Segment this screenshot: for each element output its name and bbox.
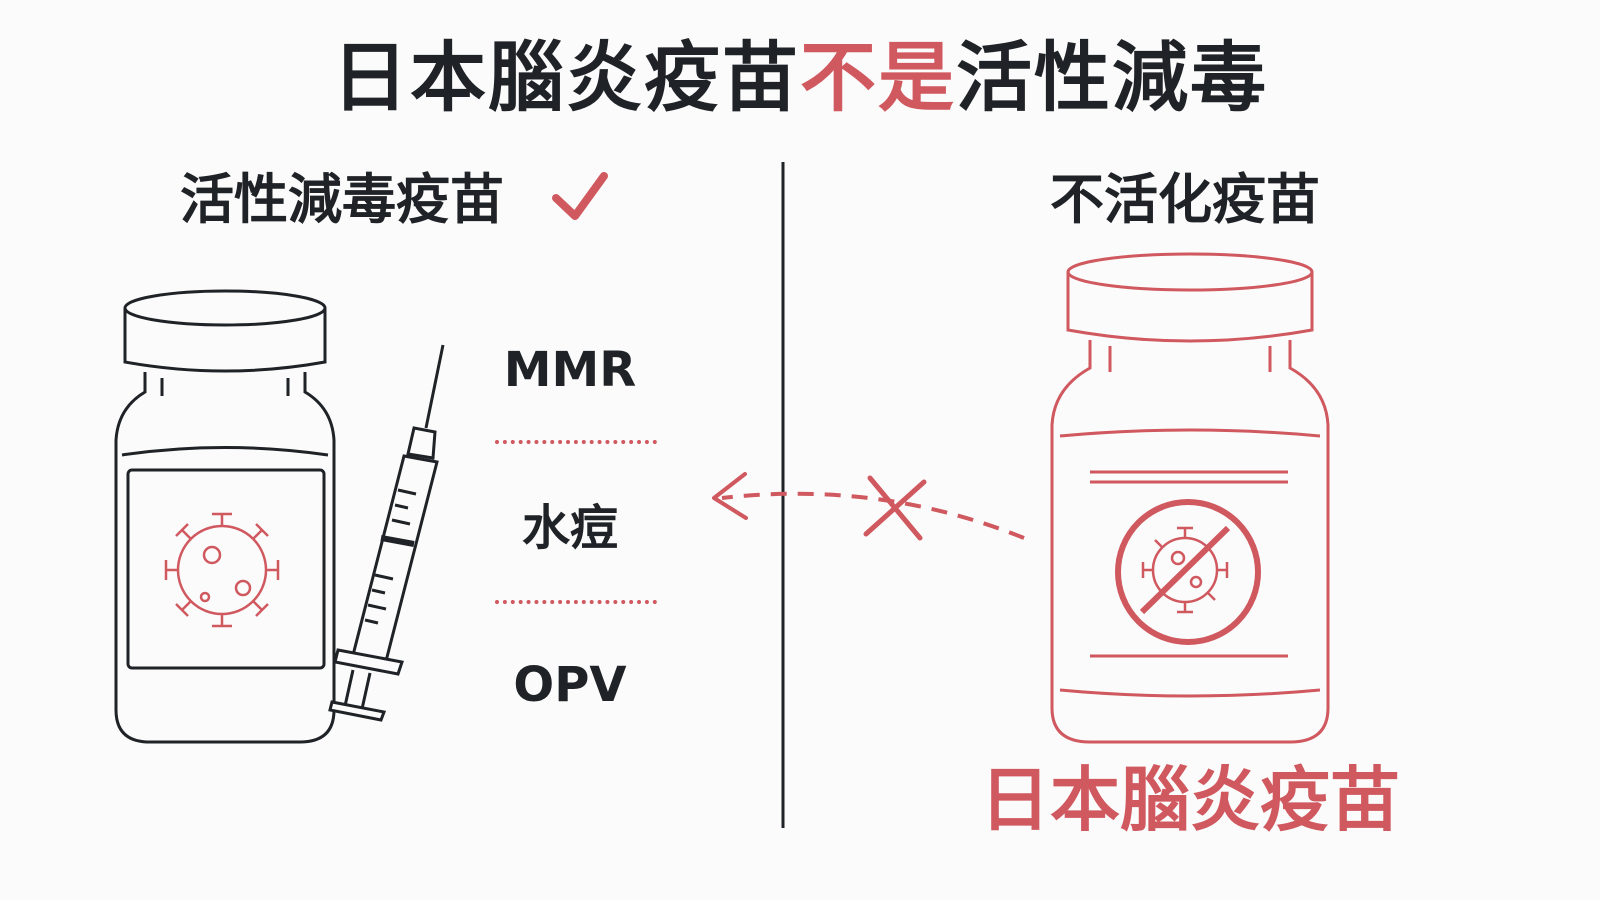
japanese-encephalitis-label: 日本腦炎疫苗 — [980, 759, 1400, 841]
check-icon — [552, 172, 608, 220]
live-attenuated-heading-text: 活性減毒疫苗 — [180, 168, 504, 231]
live-attenuated-heading: 活性減毒疫苗 — [180, 165, 504, 235]
title-highlight: 不是 — [800, 33, 956, 122]
dashed-arrow-icon — [712, 472, 1025, 540]
title-part1: 日本腦炎疫苗 — [332, 33, 800, 122]
inactivated-heading: 不活化疫苗 — [1050, 168, 1320, 231]
dotted-divider — [495, 440, 657, 444]
vaccine-list-item: 水痘 — [521, 500, 618, 556]
page-title: 日本腦炎疫苗不是活性減毒 — [0, 28, 1600, 128]
title-part2: 活性減毒 — [956, 33, 1268, 122]
vaccine-vial-icon — [114, 289, 336, 744]
virus-icon — [164, 512, 280, 628]
cross-icon — [863, 475, 927, 541]
dotted-divider — [495, 600, 657, 604]
vaccine-list-item: OPV — [513, 657, 627, 713]
prohibited-virus-icon — [1115, 499, 1261, 645]
syringe-icon — [328, 344, 445, 722]
inactivated-vial-icon — [1050, 252, 1330, 744]
vaccine-list-item: MMR — [503, 342, 637, 398]
